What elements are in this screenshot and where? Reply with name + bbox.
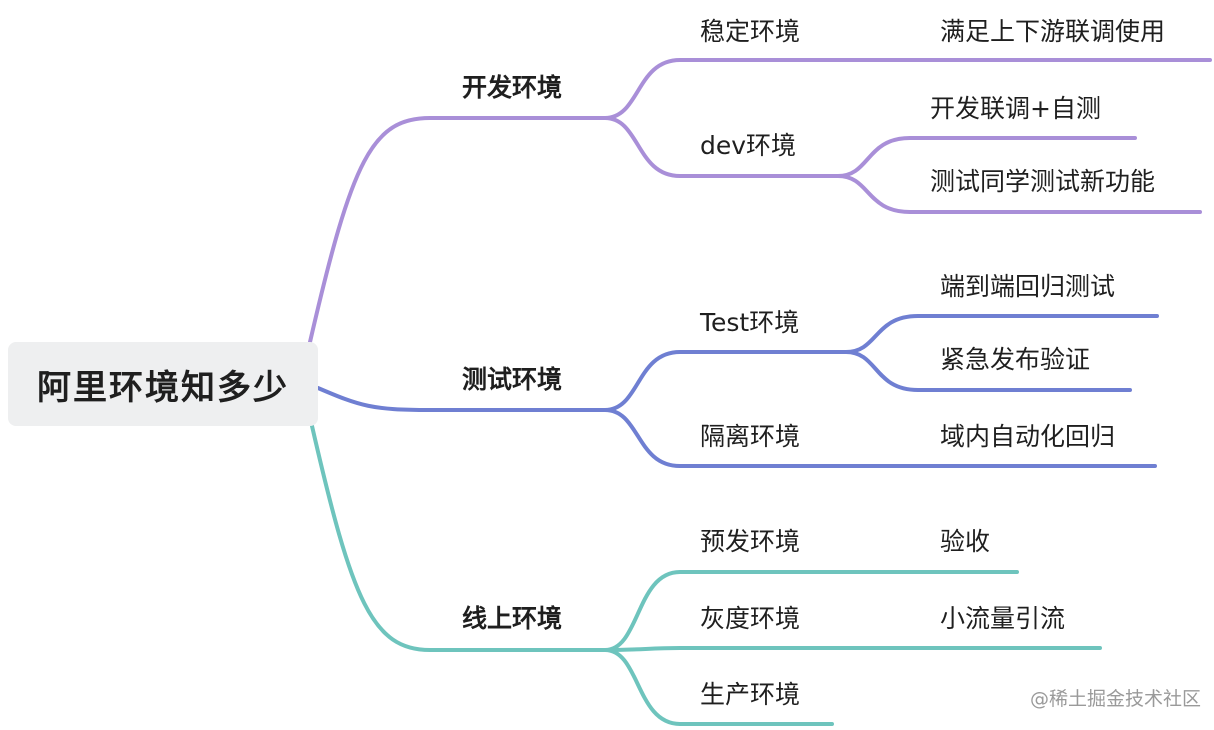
node-dev-env: 开发环境: [462, 73, 563, 102]
node-dev-env-sub: dev环境: [700, 131, 797, 160]
edge-devenv-2: [836, 174, 1202, 214]
edge-testenv-1: [844, 314, 1159, 354]
edge-devenv-1: [836, 136, 1137, 178]
edge-online-pre: [603, 570, 1019, 652]
node-e2e-regression: 端到端回归测试: [940, 272, 1116, 301]
node-qa-new-feature: 测试同学测试新功能: [930, 167, 1156, 196]
node-online-env: 线上环境: [462, 604, 563, 633]
node-prod-env: 生产环境: [700, 680, 801, 709]
root-node: 阿里环境知多少: [8, 342, 318, 426]
node-urgent-release: 紧急发布验证: [940, 345, 1091, 374]
node-upstream-downstream: 满足上下游联调使用: [940, 17, 1166, 46]
edge-online-prod: [603, 648, 834, 726]
edge-dev-devenv: [603, 116, 840, 178]
edge-test-testenv: [603, 350, 848, 412]
node-pre-env: 预发环境: [700, 527, 801, 556]
edge-root-online: [310, 424, 607, 652]
edge-root-test: [316, 386, 607, 412]
node-acceptance: 验收: [940, 527, 991, 556]
node-test-env: 测试环境: [462, 365, 563, 394]
node-isolated-env: 隔离环境: [700, 422, 801, 451]
node-small-traffic: 小流量引流: [940, 604, 1066, 633]
node-auto-regression: 域内自动化回归: [940, 422, 1116, 451]
node-test-env-sub: Test环境: [700, 308, 800, 337]
edge-test-isolated: [603, 408, 1157, 468]
edge-dev-stable: [603, 58, 1212, 120]
edge-root-dev: [308, 116, 607, 344]
node-dev-selftest: 开发联调+自测: [930, 94, 1101, 123]
node-gray-env: 灰度环境: [700, 604, 801, 633]
edge-testenv-2: [844, 350, 1132, 392]
edge-online-gray: [603, 646, 1102, 652]
watermark: @稀土掘金技术社区: [1030, 688, 1202, 710]
node-stable-env: 稳定环境: [700, 17, 801, 46]
